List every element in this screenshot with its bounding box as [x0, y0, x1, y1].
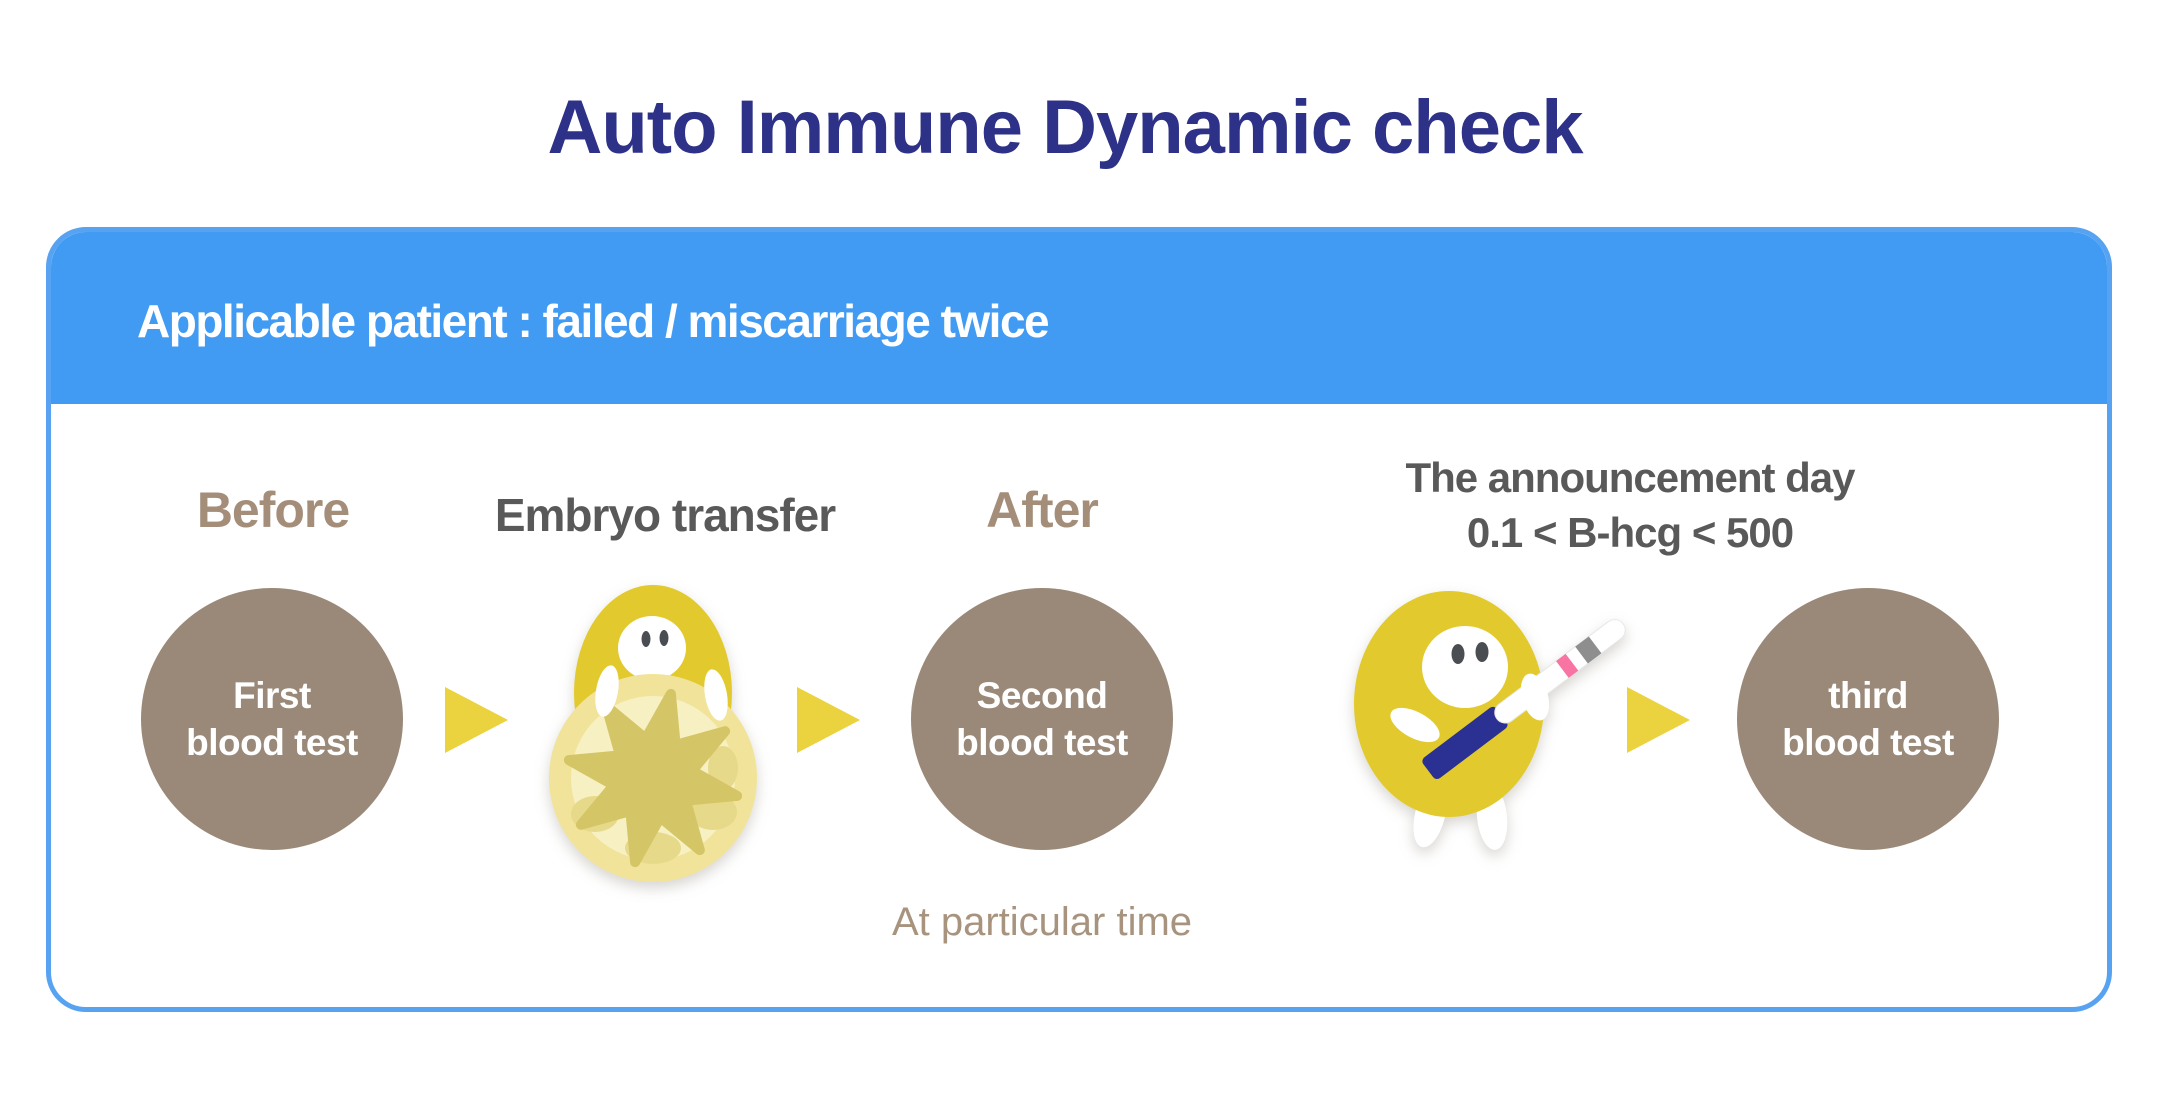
applicable-patient-text: Applicable patient : failed / miscarriag… — [137, 295, 1050, 347]
pregnancy-test-character-icon — [1354, 591, 1626, 850]
announcement-line1: The announcement day — [1405, 454, 1855, 501]
third-blood-test-line2: blood test — [1782, 722, 1954, 763]
announcement-day-label: The announcement day 0.1 < B-hcg < 500 — [1350, 451, 1910, 560]
first-blood-test-line2: blood test — [186, 722, 358, 763]
hand — [595, 665, 619, 717]
embryo-transfer-label: Embryo transfer — [494, 489, 836, 541]
arm — [1390, 707, 1440, 743]
page-title: Auto Immune Dynamic check — [547, 85, 1583, 170]
announcement-bhcg-range: 0.1 < B-hcg < 500 — [1466, 508, 1794, 556]
first-blood-test-circle: First blood test — [141, 588, 403, 850]
eye-icon — [1451, 644, 1465, 664]
second-blood-test-line2: blood test — [956, 722, 1128, 763]
egg-face — [618, 616, 686, 680]
embryo-character-icon — [549, 585, 757, 882]
blastocyst-icon — [549, 674, 757, 882]
before-label: Before — [196, 482, 350, 538]
second-blood-test-circle: Second blood test — [911, 588, 1173, 850]
third-blood-test-circle: third blood test — [1737, 588, 1999, 850]
eye-icon — [641, 631, 651, 647]
info-card: Applicable patient : failed / miscarriag… — [46, 227, 2112, 1012]
second-blood-test-line1: Second — [976, 674, 1108, 716]
egg-face — [1422, 626, 1508, 708]
eye-icon — [659, 630, 669, 646]
card-header: Applicable patient : failed / miscarriag… — [51, 232, 2107, 404]
arrow-right-icon — [445, 687, 508, 753]
at-particular-time-note: At particular time — [891, 900, 1193, 944]
arrow-right-icon — [797, 687, 860, 753]
first-blood-test-line1: First — [233, 674, 311, 716]
third-blood-test-line1: third — [1828, 674, 1908, 716]
hand — [1520, 673, 1550, 721]
after-label: After — [986, 482, 1099, 538]
arrow-right-icon — [1627, 687, 1690, 753]
eye-icon — [1475, 642, 1489, 662]
hand — [704, 669, 728, 721]
